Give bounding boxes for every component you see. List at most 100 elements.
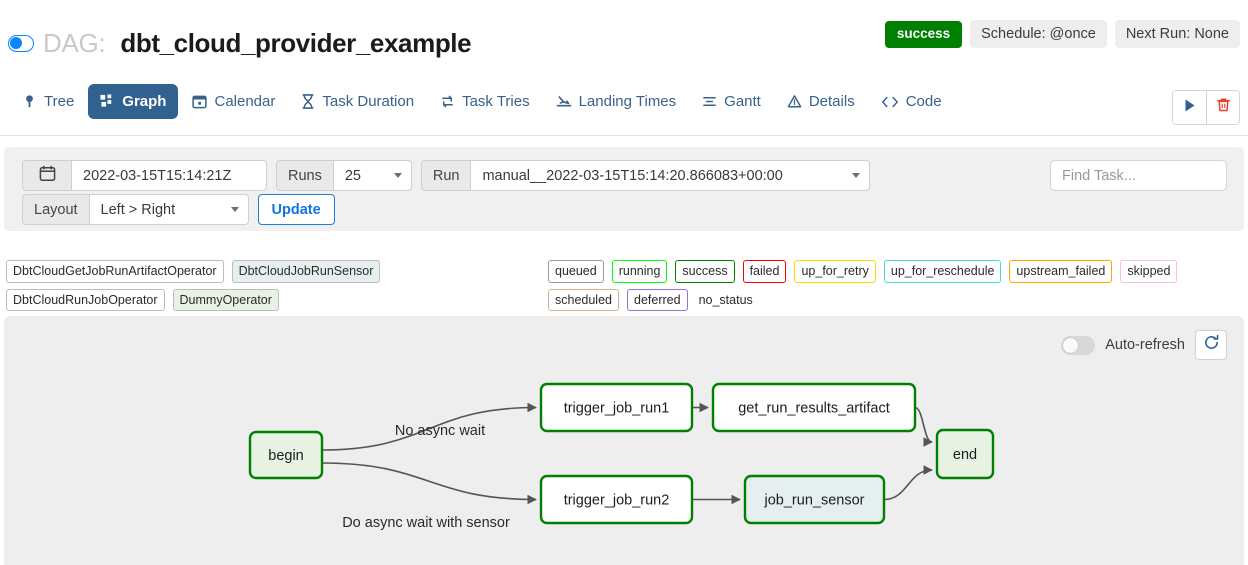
auto-refresh-toggle[interactable] bbox=[1061, 335, 1096, 355]
view-tabs: Tree Graph Calendar Task Duration Task T bbox=[10, 84, 954, 119]
graph-node-get_run_results_artifact[interactable] bbox=[711, 382, 917, 433]
state-legend-chip[interactable]: no_status bbox=[698, 292, 753, 307]
play-icon bbox=[1183, 98, 1197, 118]
run-group: Run manual__2022-03-15T15:14:20.866083+0… bbox=[420, 160, 871, 191]
base-date-group: 2022-03-15T15:14:21Z bbox=[22, 160, 267, 191]
tab-tree-label: Tree bbox=[44, 93, 75, 110]
tab-calendar-label: Calendar bbox=[214, 93, 276, 110]
graph-node-end[interactable] bbox=[935, 428, 995, 480]
tab-gantt[interactable]: Gantt bbox=[690, 84, 773, 119]
tab-graph[interactable]: Graph bbox=[88, 84, 179, 119]
schedule-badge[interactable]: Schedule: @once bbox=[970, 20, 1107, 49]
layout-label: Layout bbox=[22, 194, 89, 225]
tab-tree[interactable]: Tree bbox=[10, 84, 86, 119]
tab-graph-label: Graph bbox=[122, 93, 167, 110]
graph-node-label: end bbox=[953, 447, 977, 463]
graph-node-begin[interactable] bbox=[248, 430, 324, 480]
retry-icon bbox=[440, 94, 455, 109]
state-legend-chip[interactable]: upstream_failed bbox=[1009, 260, 1113, 283]
tab-details-label: Details bbox=[808, 93, 855, 110]
tab-landing-times[interactable]: Landing Times bbox=[544, 84, 689, 119]
status-badge: success bbox=[884, 20, 963, 48]
graph-node-trigger_job_run1[interactable] bbox=[539, 382, 694, 433]
graph-edge-get_run_results_artifact-to-end bbox=[914, 406, 933, 447]
graph-node-label: trigger_job_run1 bbox=[564, 400, 670, 416]
state-legend: queued running success failed up_for_retry up… bbox=[548, 260, 1248, 311]
tab-gantt-label: Gantt bbox=[724, 93, 761, 110]
graph-node-label: get_run_results_artifact bbox=[738, 400, 890, 416]
layout-select-value: Left > Right bbox=[100, 201, 176, 218]
base-date-input[interactable]: 2022-03-15T15:14:21Z bbox=[71, 160, 267, 191]
graph-edge-labels: No async wait Do async wait with sensor bbox=[342, 423, 510, 531]
filter-row-primary: 2022-03-15T15:14:21Z Runs 25 Run manual_… bbox=[22, 160, 871, 191]
graph-node-job_run_sensor[interactable] bbox=[743, 474, 886, 525]
dag-action-buttons bbox=[1172, 90, 1240, 125]
runs-select-value: 25 bbox=[344, 167, 361, 184]
tree-icon bbox=[22, 94, 37, 109]
update-button[interactable]: Update bbox=[257, 194, 335, 225]
run-select[interactable]: manual__2022-03-15T15:14:20.866083+00:00 bbox=[470, 160, 871, 191]
tab-task-tries[interactable]: Task Tries bbox=[428, 84, 542, 119]
graph-icon bbox=[100, 94, 115, 109]
run-label: Run bbox=[420, 160, 471, 191]
dag-pause-toggle-icon[interactable] bbox=[8, 35, 34, 52]
layout-select[interactable]: Left > Right bbox=[88, 194, 249, 225]
trigger-dag-button[interactable] bbox=[1173, 91, 1206, 124]
code-icon bbox=[881, 95, 899, 109]
state-legend-chip[interactable]: running bbox=[611, 260, 668, 283]
page-header: DAG: dbt_cloud_provider_example success … bbox=[0, 0, 1248, 70]
operator-legend-chip[interactable]: DummyOperator bbox=[172, 288, 279, 311]
state-legend-chip[interactable]: success bbox=[675, 260, 735, 283]
base-date-calendar-button[interactable] bbox=[22, 160, 71, 191]
state-legend-chip[interactable]: skipped bbox=[1120, 260, 1178, 283]
dag-name-label: dbt_cloud_provider_example bbox=[120, 28, 472, 58]
state-legend-chip[interactable]: up_for_retry bbox=[794, 260, 876, 283]
layout-group: Layout Left > Right bbox=[22, 194, 249, 225]
run-select-value: manual__2022-03-15T15:14:20.866083+00:00 bbox=[482, 167, 783, 184]
tab-details[interactable]: Details bbox=[775, 84, 867, 119]
operator-legend-chip[interactable]: DbtCloudJobRunSensor bbox=[231, 260, 381, 283]
filter-row-secondary: Layout Left > Right Update bbox=[22, 194, 335, 225]
tab-calendar[interactable]: Calendar bbox=[180, 84, 287, 119]
filter-bar: 2022-03-15T15:14:21Z Runs 25 Run manual_… bbox=[4, 147, 1244, 231]
hourglass-icon bbox=[301, 94, 315, 109]
delete-dag-button[interactable] bbox=[1206, 91, 1239, 124]
tab-code[interactable]: Code bbox=[869, 84, 954, 119]
tab-task-duration[interactable]: Task Duration bbox=[289, 84, 426, 119]
graph-node-label: job_run_sensor bbox=[764, 492, 865, 508]
chevron-down-icon bbox=[852, 173, 861, 178]
next-run-badge: Next Run: None bbox=[1114, 20, 1240, 49]
graph-node-label: trigger_job_run2 bbox=[564, 492, 670, 508]
operator-legend-chip[interactable]: DbtCloudGetJobRunArtifactOperator bbox=[6, 260, 224, 283]
auto-refresh-label: Auto-refresh bbox=[1105, 337, 1185, 353]
graph-edge-begin-to-trigger_job_run1 bbox=[321, 402, 537, 451]
operator-legend-chip[interactable]: DbtCloudRunJobOperator bbox=[6, 288, 165, 311]
runs-select[interactable]: 25 bbox=[332, 160, 412, 191]
calendar-icon bbox=[39, 165, 56, 186]
dag-prefix-label: DAG: bbox=[43, 28, 106, 58]
graph-edge-label: Do async wait with sensor bbox=[342, 515, 510, 531]
runs-group: Runs 25 bbox=[276, 160, 412, 191]
state-legend-chip[interactable]: queued bbox=[548, 260, 604, 283]
state-legend-chip[interactable]: scheduled bbox=[548, 288, 619, 311]
dag-title: DAG: dbt_cloud_provider_example bbox=[8, 28, 472, 59]
dag-badges: success Schedule: @once Next Run: None bbox=[884, 20, 1240, 49]
tab-landing-times-label: Landing Times bbox=[578, 93, 677, 110]
state-legend-chip[interactable]: up_for_reschedule bbox=[883, 260, 1002, 283]
graph-edge-label: No async wait bbox=[395, 423, 485, 439]
find-task-input[interactable]: Find Task... bbox=[1050, 160, 1227, 191]
tab-task-tries-label: Task Tries bbox=[462, 93, 530, 110]
refresh-button[interactable] bbox=[1195, 330, 1227, 360]
trash-icon bbox=[1216, 97, 1231, 118]
state-legend-chip[interactable]: deferred bbox=[627, 288, 688, 311]
tab-task-duration-label: Task Duration bbox=[322, 93, 415, 110]
graph-edge-begin-to-trigger_job_run2 bbox=[321, 462, 537, 505]
graph-node-trigger_job_run2[interactable] bbox=[539, 474, 694, 525]
calendar-icon bbox=[192, 94, 208, 109]
state-legend-chip[interactable]: failed bbox=[742, 260, 787, 283]
view-tabbar: Tree Graph Calendar Task Duration Task T bbox=[0, 78, 1248, 136]
